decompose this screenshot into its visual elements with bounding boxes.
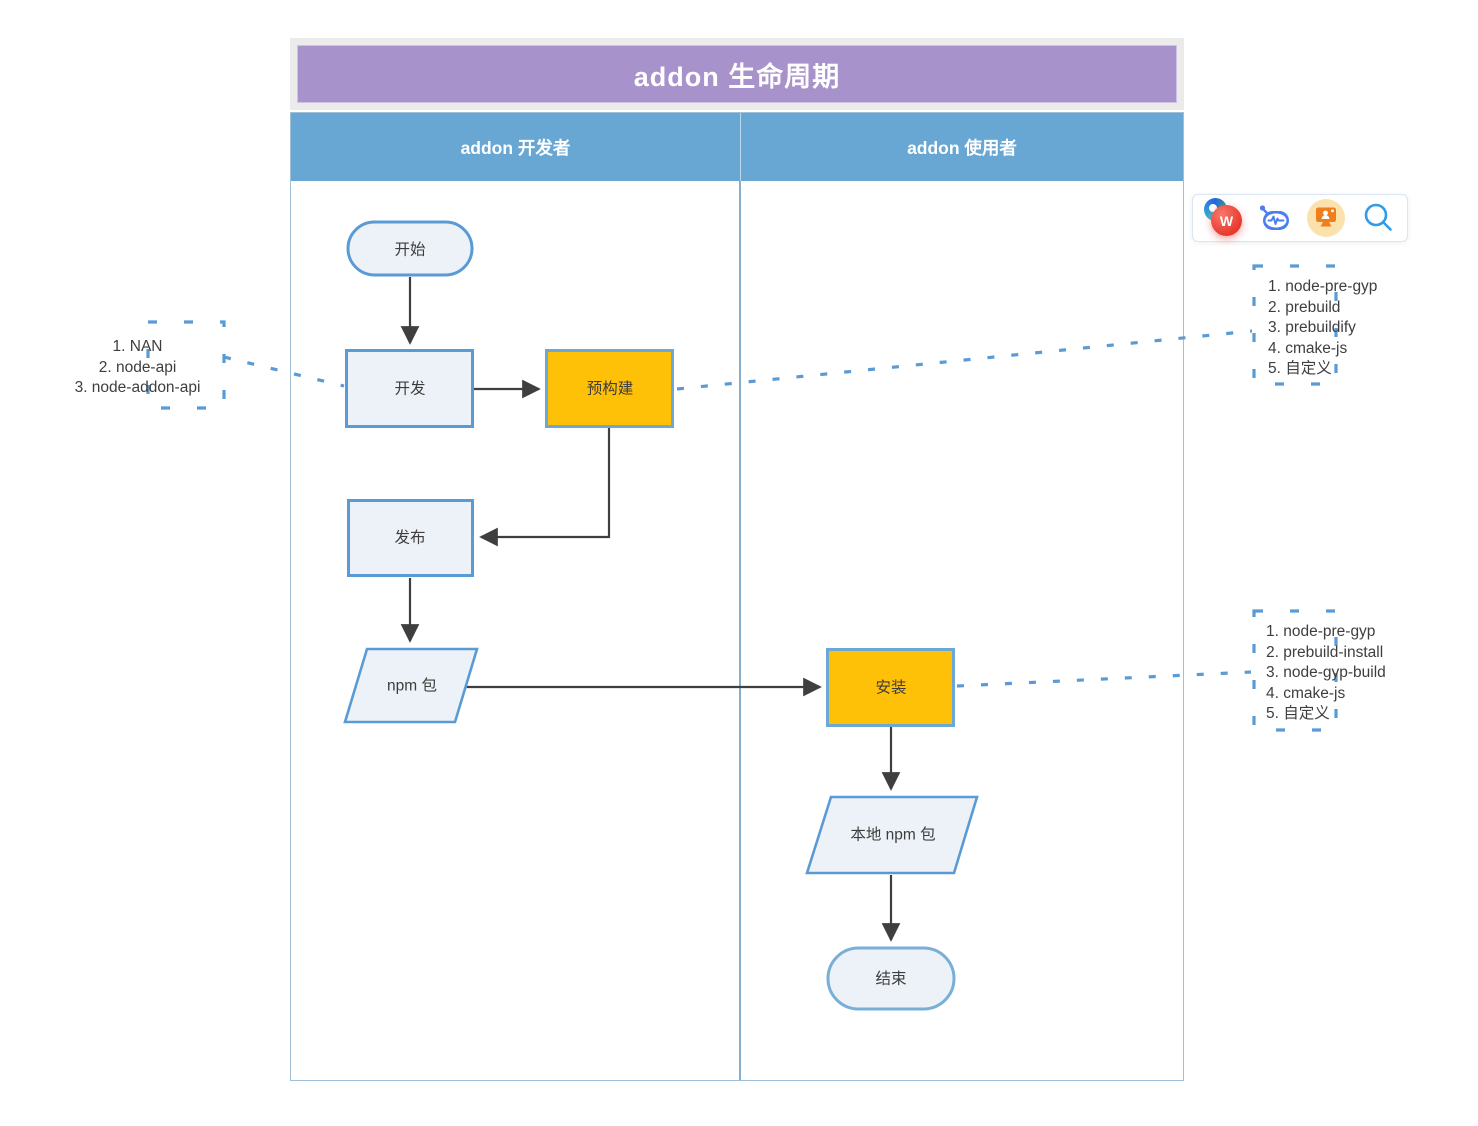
- node-npm-package-label: npm 包: [387, 677, 437, 695]
- diagram-title-inner: addon 生命周期: [297, 45, 1177, 103]
- screen-person-glyph: [1307, 199, 1345, 237]
- annotation-line: 2. prebuild: [1268, 298, 1341, 316]
- annotation-install-tools: 1. node-pre-gyp 2. prebuild-install 3. nod…: [1266, 622, 1386, 725]
- node-prebuild-label: 预构建: [587, 380, 634, 398]
- lane-header-user-label: addon 使用者: [907, 137, 1017, 158]
- annotation-line: 5. 自定义: [1268, 360, 1332, 377]
- search-glyph: [1364, 203, 1392, 231]
- robot-assistant-icon[interactable]: [1253, 197, 1295, 239]
- annotation-line: 2. prebuild-install: [1266, 643, 1384, 661]
- dashed-link-develop-methods: [223, 355, 345, 388]
- search-icon[interactable]: [1357, 197, 1399, 239]
- node-publish-label: 发布: [394, 529, 425, 547]
- diagram-title-bar: addon 生命周期: [290, 38, 1184, 110]
- node-npm-package: [343, 647, 479, 724]
- annotation-prebuild-tools: 1. node-pre-gyp 2. prebuild 3. prebuildify…: [1268, 277, 1377, 380]
- annotation-box-develop-methods: [146, 320, 226, 410]
- node-develop-label: 开发: [394, 380, 425, 398]
- annotation-line: 2. node-api: [98, 358, 177, 376]
- lane-divider: [739, 181, 741, 1080]
- annotation-line: 4. cmake-js: [1268, 339, 1348, 357]
- node-develop: [345, 349, 474, 428]
- node-start-label: 开始: [394, 241, 426, 259]
- annotation-line: 5. 自定义: [1266, 705, 1330, 722]
- w-badge-letter: W: [1219, 212, 1234, 229]
- dashed-link-install-tools: [956, 670, 1252, 688]
- annotation-box-install-tools: [1252, 609, 1338, 732]
- node-end: [826, 946, 956, 1011]
- annotation-develop-methods: 1. NAN 2. node-api 3. node-addon-api: [55, 337, 220, 399]
- node-start: [346, 220, 474, 277]
- node-install-label: 安装: [875, 679, 906, 697]
- edge-prebuild-to-publish: [479, 428, 611, 547]
- annotation-box-prebuild-tools: [1252, 264, 1338, 386]
- lane-header-user: addon 使用者: [740, 113, 1183, 181]
- lane-header-developer: addon 开发者: [291, 113, 740, 181]
- node-publish: [347, 499, 474, 577]
- swimlane-container: addon 开发者 addon 使用者: [290, 112, 1184, 1081]
- node-local-npm-package: [805, 795, 979, 875]
- node-install: [826, 648, 955, 727]
- annotation-line: 3. node-addon-api: [74, 379, 201, 396]
- node-local-npm-package-label: 本地 npm 包: [850, 826, 935, 844]
- reader-extension-icon[interactable]: W: [1201, 197, 1243, 239]
- diagram-title: addon 生命周期: [633, 61, 841, 92]
- annotation-line: 1. NAN: [112, 338, 163, 355]
- w-badge-icon: W: [1211, 205, 1242, 236]
- node-prebuild: [545, 349, 674, 428]
- screen-person-icon[interactable]: [1305, 197, 1347, 239]
- node-end-label: 结束: [875, 970, 906, 988]
- lane-header-developer-label: addon 开发者: [460, 137, 571, 158]
- annotation-line: 4. cmake-js: [1266, 684, 1346, 702]
- dashed-link-prebuild-tools: [676, 329, 1253, 391]
- lane-body: [291, 181, 1183, 1080]
- annotation-line: 3. node-gyp-build: [1266, 664, 1386, 681]
- annotation-line: 1. node-pre-gyp: [1268, 278, 1378, 295]
- annotation-line: 1. node-pre-gyp: [1266, 623, 1376, 640]
- robot-glyph: [1259, 205, 1289, 230]
- lane-headers: addon 开发者 addon 使用者: [291, 113, 1183, 181]
- extension-toolbar: W: [1192, 194, 1408, 242]
- annotation-line: 3. prebuildify: [1268, 319, 1356, 336]
